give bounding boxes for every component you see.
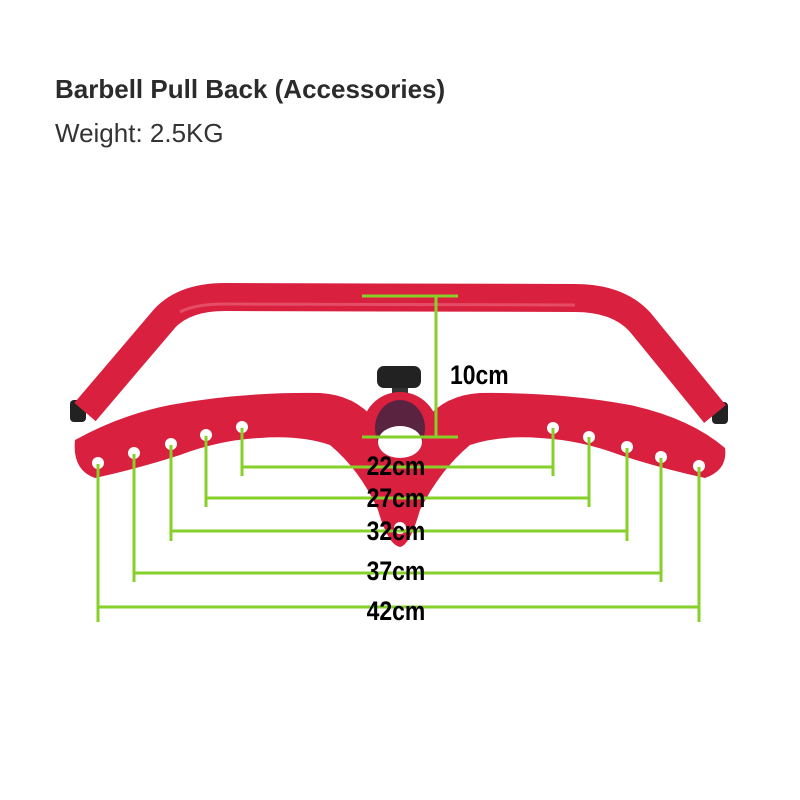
width-label-27: 27cm: [367, 483, 426, 513]
plate: [74, 392, 726, 547]
width-label-22: 22cm: [367, 451, 426, 481]
knob-icon: [377, 366, 421, 388]
width-label-37: 37cm: [367, 556, 426, 586]
width-label-32: 32cm: [367, 516, 426, 546]
product-title: Barbell Pull Back (Accessories): [55, 74, 446, 104]
product-weight: Weight: 2.5KG: [55, 118, 224, 148]
width-label-42: 42cm: [367, 596, 426, 626]
dimension-lines: [96, 294, 701, 622]
height-label: 10cm: [450, 360, 509, 390]
